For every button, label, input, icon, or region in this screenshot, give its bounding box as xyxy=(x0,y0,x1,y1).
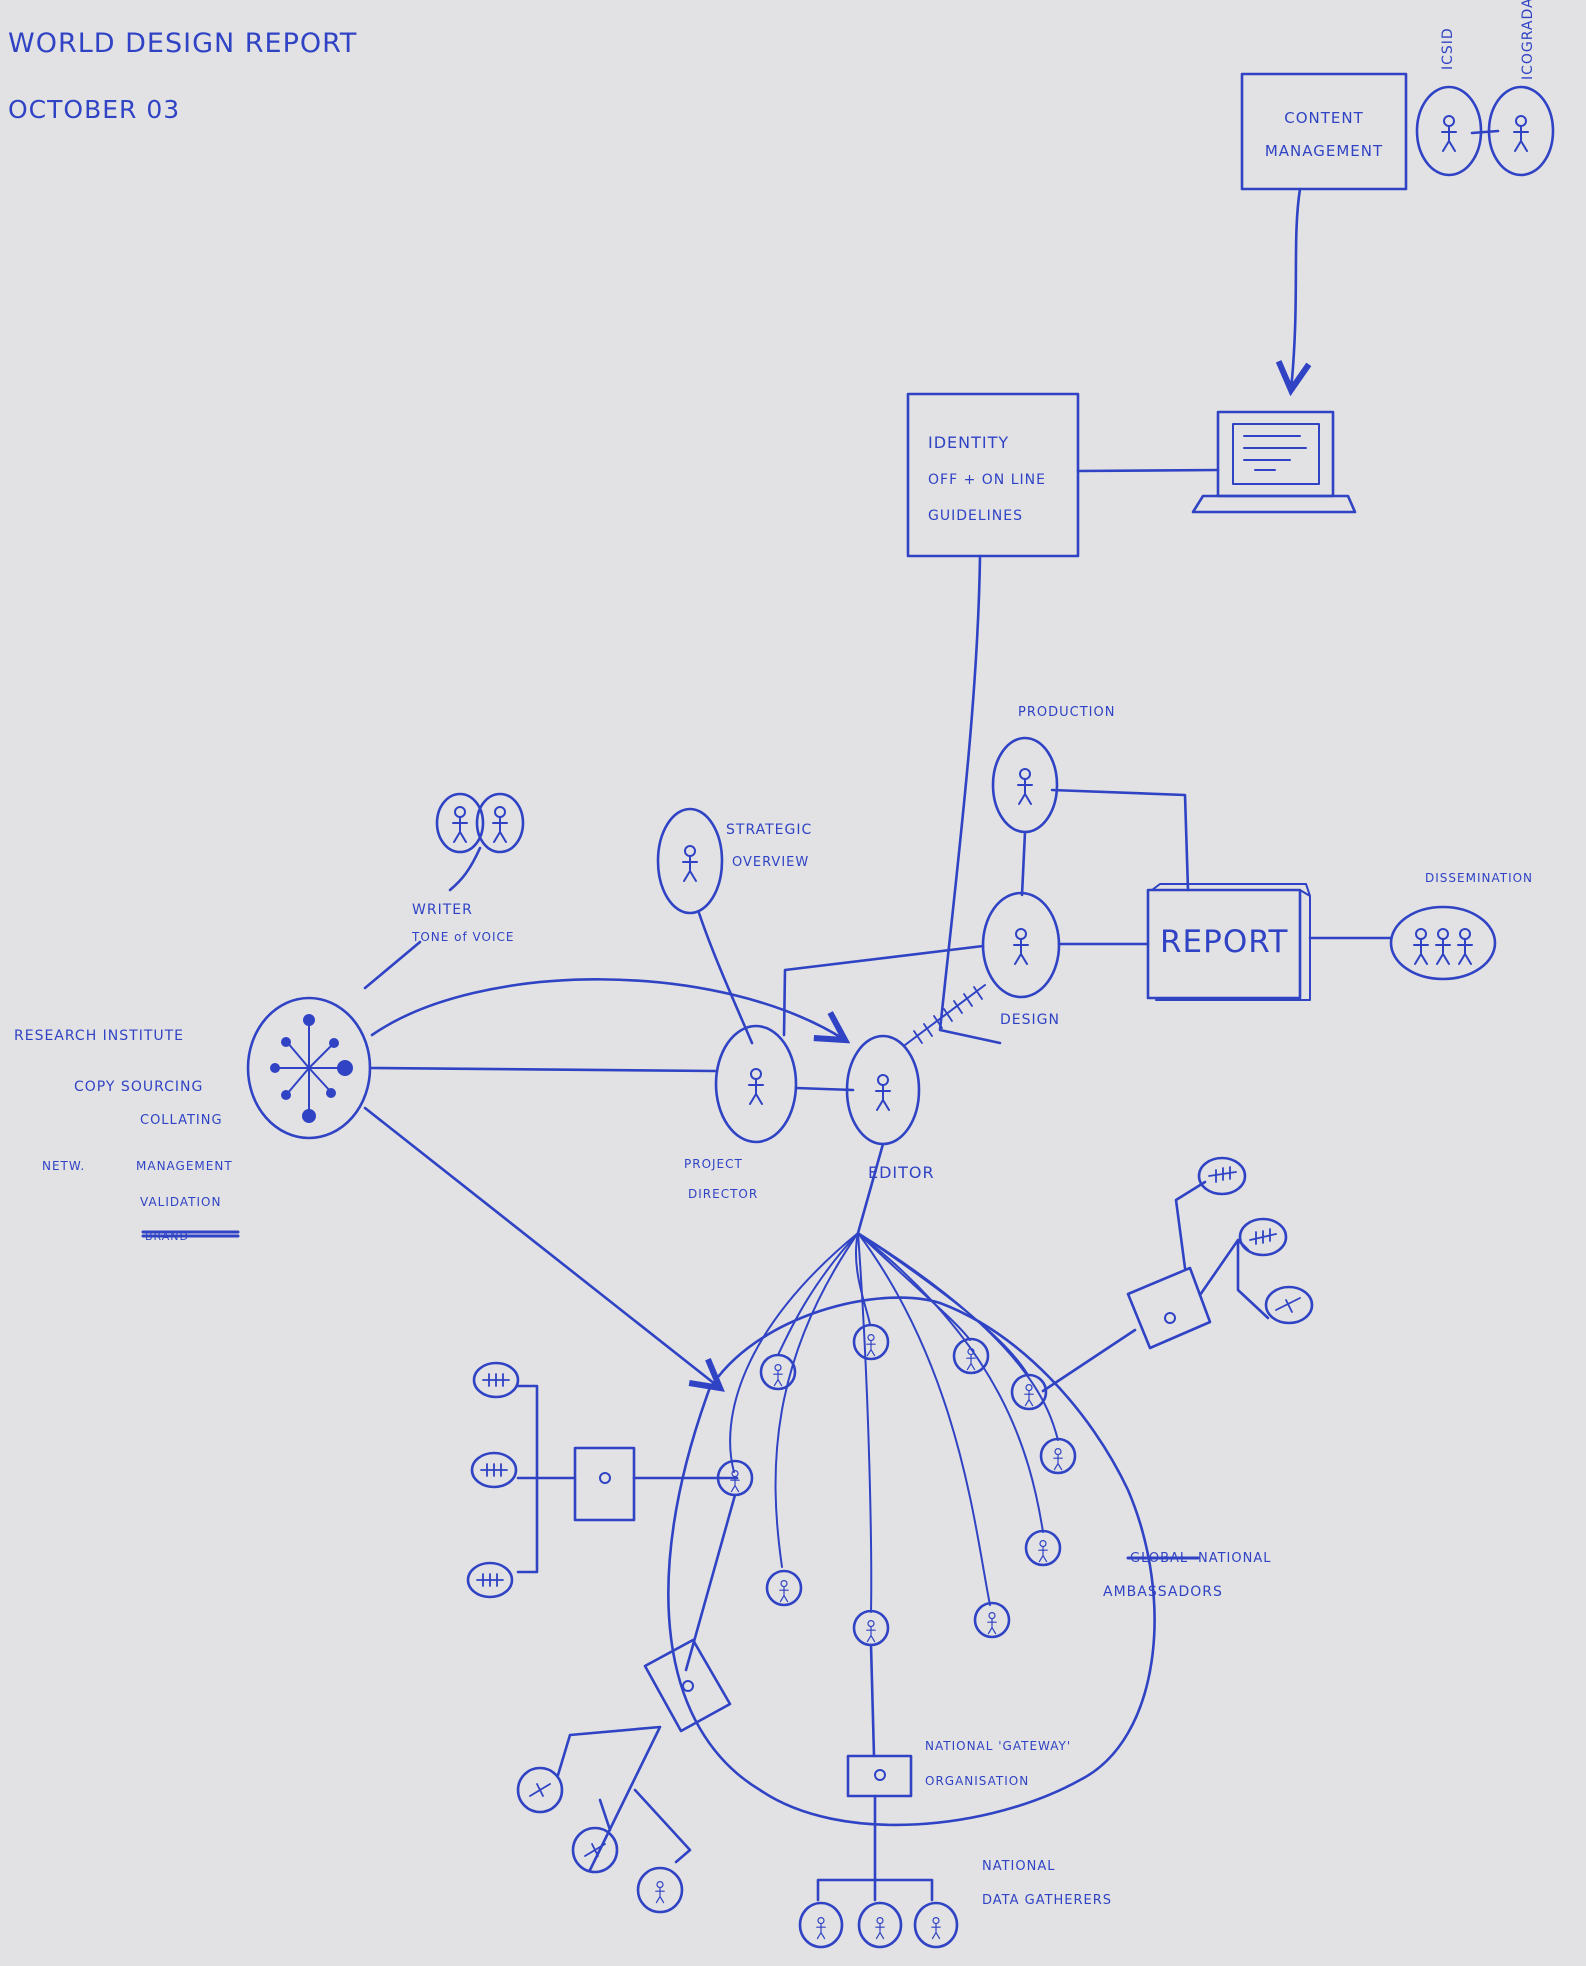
project-director-label-1: PROJECT xyxy=(684,1157,743,1171)
report-label: REPORT xyxy=(1160,924,1289,960)
identity-line3: GUIDELINES xyxy=(928,508,1023,524)
strategic-pd-link xyxy=(697,911,754,1045)
editor-design-hatched-link xyxy=(904,984,986,1046)
ambassador-node xyxy=(1039,1437,1077,1475)
identity-line1: IDENTITY xyxy=(928,433,1009,452)
research-item-collating: COLLATING xyxy=(140,1113,223,1128)
research-item-validation: VALIDATION xyxy=(140,1195,221,1209)
strategic-label-1: STRATEGIC xyxy=(726,822,812,838)
report-box: REPORT xyxy=(1146,883,1311,1001)
gateway-label-2: ORGANISATION xyxy=(925,1774,1029,1788)
research-pd-link xyxy=(368,1066,717,1073)
data-gatherers-label-2: DATA GATHERERS xyxy=(982,1893,1112,1908)
national-ambassador-nodes xyxy=(716,1323,1077,1647)
left-gateway-cluster xyxy=(466,1361,739,1599)
icsid-label: ICSID xyxy=(1440,27,1456,70)
icograda-label: ICOGRADA xyxy=(1520,0,1536,80)
identity-line2: OFF + ON LINE xyxy=(928,472,1046,488)
gateway-label-1: NATIONAL 'GATEWAY' xyxy=(925,1739,1071,1753)
writer-research-link xyxy=(363,940,422,990)
bottom-left-data-gatherer-1 xyxy=(516,1766,564,1814)
identity-computer-link xyxy=(1076,468,1220,473)
writer-node xyxy=(435,792,525,854)
ambassador-node xyxy=(1010,1373,1048,1411)
bottom-left-data-gatherer-2 xyxy=(571,1826,619,1874)
dissemination-label: DISSEMINATION xyxy=(1425,871,1533,885)
project-director-node xyxy=(714,1024,798,1144)
editor-network-trunk xyxy=(856,1142,885,1235)
left-data-gatherer-3 xyxy=(466,1561,514,1599)
icsid-node: ICSID xyxy=(1415,27,1483,177)
production-design-link xyxy=(1020,830,1027,897)
pd-editor-link xyxy=(794,1086,855,1092)
research-ambassadors-arrow xyxy=(363,1106,720,1388)
right-gateway-cluster xyxy=(1041,1156,1314,1393)
right-data-gatherer-2 xyxy=(1238,1217,1288,1257)
ambassador-node xyxy=(759,1353,797,1391)
tone-of-voice-label: TONE of VOICE xyxy=(411,930,514,944)
production-report-link xyxy=(1050,788,1190,892)
ambassador-node xyxy=(973,1601,1011,1639)
bottom-left-data-gatherer-3 xyxy=(636,1866,684,1914)
national-data-gatherer-3 xyxy=(913,1901,959,1949)
strategic-label-2: OVERVIEW xyxy=(732,855,809,870)
design-label: DESIGN xyxy=(1000,1012,1060,1028)
network-hub-icon xyxy=(270,1014,353,1123)
bottom-left-gateway-cluster xyxy=(516,1493,737,1914)
ambassadors-label-1: NATIONAL xyxy=(1198,1551,1271,1566)
national-gateway-organisation xyxy=(798,1643,959,1949)
cms-to-computer-arrow xyxy=(1291,187,1300,390)
production-label: PRODUCTION xyxy=(1018,705,1115,720)
ambassador-node xyxy=(1024,1529,1062,1567)
right-data-gatherer-1 xyxy=(1197,1156,1247,1196)
content-management-line1: CONTENT xyxy=(1284,109,1364,127)
ambassador-node xyxy=(765,1569,803,1607)
editor-label: EDITOR xyxy=(868,1163,935,1182)
left-data-gatherer-2 xyxy=(470,1451,518,1489)
pd-design-link xyxy=(782,944,985,1037)
national-data-gatherer-2 xyxy=(857,1901,903,1949)
report-title: WORLD DESIGN REPORT xyxy=(8,28,357,59)
content-management-box: CONTENT MANAGEMENT xyxy=(1240,72,1408,191)
ambassador-node xyxy=(952,1337,990,1375)
research-title: RESEARCH INSTITUTE xyxy=(14,1028,184,1044)
writer-label: WRITER xyxy=(412,902,473,918)
research-item-copy-sourcing: COPY SOURCING xyxy=(74,1079,203,1095)
identity-guidelines-box: IDENTITY OFF + ON LINE GUIDELINES xyxy=(906,392,1080,558)
editor-fanout-lines xyxy=(729,1232,1059,1613)
icsid-icograda-link xyxy=(1470,129,1500,135)
dissemination-node xyxy=(1389,905,1497,981)
content-management-line2: MANAGEMENT xyxy=(1265,142,1383,160)
right-data-gatherer-3 xyxy=(1264,1285,1314,1325)
writer-connector xyxy=(448,846,482,892)
left-data-gatherer-1 xyxy=(472,1361,520,1399)
ambassador-node xyxy=(852,1323,890,1361)
ambassadors-label-2: AMBASSADORS xyxy=(1103,1584,1223,1600)
research-item-management: MANAGEMENT xyxy=(136,1159,233,1173)
report-date: OCTOBER 03 xyxy=(8,95,180,124)
research-item-brand: BRAND xyxy=(141,1230,240,1243)
research-item-netw: NETW. xyxy=(42,1159,85,1173)
research-editor-arrow xyxy=(370,978,845,1040)
national-data-gatherer-1 xyxy=(798,1901,844,1949)
project-director-label-2: DIRECTOR xyxy=(688,1187,758,1201)
strategic-overview-node xyxy=(656,807,724,915)
data-gatherers-label-1: NATIONAL xyxy=(982,1859,1055,1874)
identity-design-link xyxy=(938,554,1002,1045)
computer-icon xyxy=(1191,410,1357,514)
